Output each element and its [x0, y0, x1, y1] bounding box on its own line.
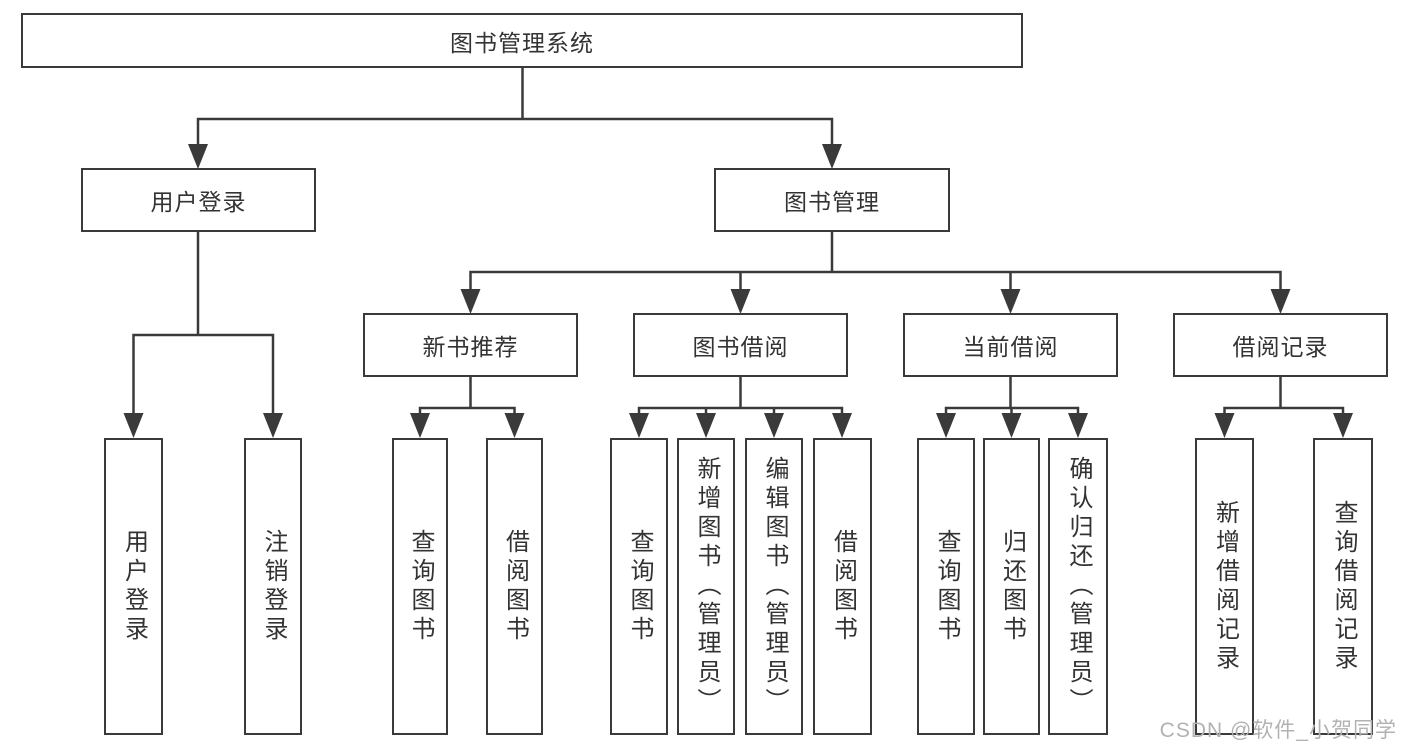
leaf-add-book-admin: 新增图书（管理员） — [677, 438, 735, 735]
node-root-system: 图书管理系统 — [21, 13, 1023, 68]
arrowheads-level3 — [460, 289, 1291, 314]
connector-new-book-rec-to-leaves — [418, 375, 516, 421]
leaf-confirm-return-admin: 确认归还（管理员） — [1048, 438, 1108, 735]
leaf-borrow-books-newrec-label: 借阅图书 — [501, 528, 529, 645]
leaf-logout-label: 注销登录 — [260, 528, 287, 645]
connector-current-borrow-to-leaves — [944, 375, 1080, 421]
leaf-query-borrow-record-label: 查询借阅记录 — [1330, 499, 1357, 674]
node-new-book-rec: 新书推荐 — [363, 313, 578, 377]
node-user-login-label: 用户登录 — [150, 189, 247, 215]
arrowheads-leaves — [123, 413, 1353, 438]
leaf-user-login: 用户登录 — [104, 438, 163, 735]
leaf-query-books-newrec: 查询图书 — [392, 438, 448, 735]
leaf-query-books-borrow-label: 查询图书 — [626, 528, 653, 645]
connector-borrow-records-to-leaves — [1223, 375, 1345, 421]
leaf-query-borrow-record: 查询借阅记录 — [1313, 438, 1373, 735]
node-book-borrow: 图书借阅 — [633, 313, 848, 377]
leaf-logout: 注销登录 — [244, 438, 302, 735]
connector-book-borrow-to-leaves — [637, 375, 844, 421]
leaf-edit-book-admin-label: 编辑图书（管理员） — [761, 456, 788, 717]
leaf-add-borrow-record: 新增借阅记录 — [1195, 438, 1254, 735]
connector-book-mgmt-to-level3 — [469, 230, 1282, 297]
node-user-login: 用户登录 — [81, 168, 316, 232]
leaf-edit-book-admin: 编辑图书（管理员） — [745, 438, 803, 735]
node-book-borrow-label: 图书借阅 — [692, 334, 789, 360]
csdn-watermark: CSDN @软件_小贺同学 — [1159, 719, 1397, 742]
node-borrow-records-label: 借阅记录 — [1232, 334, 1329, 360]
node-new-book-rec-label: 新书推荐 — [422, 334, 519, 360]
connector-user-login-to-leaves — [132, 230, 275, 421]
arrowheads-level2 — [188, 144, 842, 169]
leaf-borrow-books-borrow: 借阅图书 — [813, 438, 872, 735]
leaf-query-books-current-label: 查询图书 — [933, 528, 960, 645]
leaf-confirm-return-admin-label: 确认归还（管理员） — [1065, 456, 1092, 717]
leaf-query-books-borrow: 查询图书 — [610, 438, 668, 735]
node-root-label: 图书管理系统 — [450, 29, 594, 56]
leaf-query-books-current: 查询图书 — [917, 438, 975, 735]
leaf-borrow-books-newrec: 借阅图书 — [486, 438, 543, 735]
node-borrow-records: 借阅记录 — [1173, 313, 1388, 377]
leaf-return-book-label: 归还图书 — [998, 528, 1026, 645]
leaf-return-book: 归还图书 — [983, 438, 1040, 735]
leaf-add-book-admin-label: 新增图书（管理员） — [693, 456, 720, 717]
node-current-borrow-label: 当前借阅 — [962, 334, 1059, 360]
leaf-query-books-newrec-label: 查询图书 — [407, 528, 434, 645]
node-current-borrow: 当前借阅 — [903, 313, 1118, 377]
node-book-mgmt-label: 图书管理 — [784, 189, 880, 215]
leaf-user-login-label: 用户登录 — [120, 528, 148, 645]
leaf-borrow-books-borrow-label: 借阅图书 — [829, 528, 857, 645]
node-book-mgmt: 图书管理 — [714, 168, 950, 232]
connector-root-to-level2 — [196, 66, 834, 152]
leaf-add-borrow-record-label: 新增借阅记录 — [1211, 499, 1239, 674]
